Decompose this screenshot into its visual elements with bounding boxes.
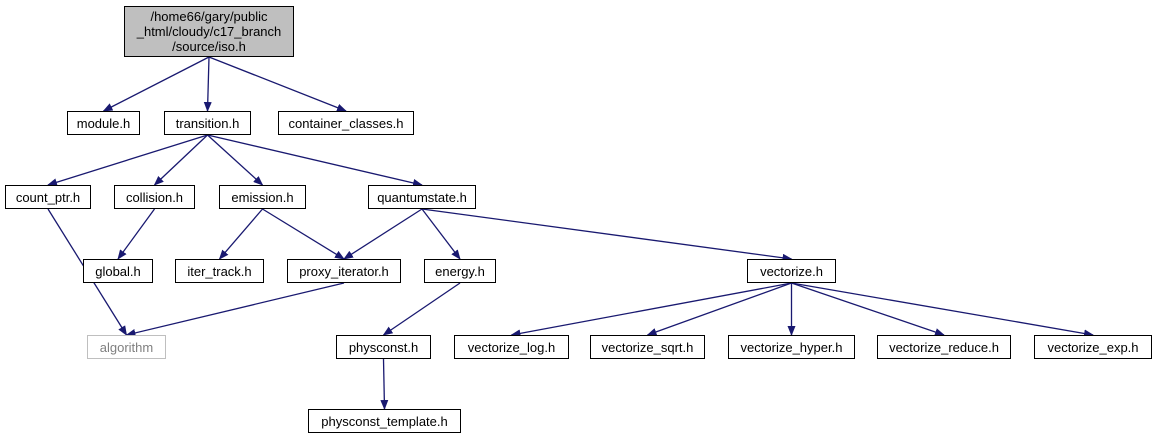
node-container-classes-h[interactable]: container_classes.h — [278, 111, 414, 135]
node-label: vectorize_reduce.h — [889, 339, 999, 355]
edge-root-to-container_classes — [208, 56, 347, 112]
edge-proxy_iterator-to-algorithm — [125, 282, 345, 337]
node-label: count_ptr.h — [15, 189, 81, 205]
node-vectorize-exp-h[interactable]: vectorize_exp.h — [1034, 335, 1152, 359]
node-count-ptr-h[interactable]: count_ptr.h — [5, 185, 91, 209]
edge-vectorize-to-vectorize_sqrt — [646, 282, 792, 336]
root-label-line-3: /source/iso.h — [172, 39, 246, 54]
node-label: physconst_template.h — [321, 413, 448, 429]
node-iter-track-h[interactable]: iter_track.h — [175, 259, 264, 283]
node-label: vectorize_sqrt.h — [601, 339, 694, 355]
edge-transition-to-count_ptr — [47, 134, 208, 187]
node-physconst-template-h[interactable]: physconst_template.h — [308, 409, 461, 433]
edge-transition-to-collision — [153, 134, 208, 186]
node-label: vectorize_exp.h — [1047, 339, 1139, 355]
node-transition-h[interactable]: transition.h — [164, 111, 251, 135]
edge-quantumstate-to-vectorize — [421, 208, 793, 262]
node-label: algorithm — [99, 339, 154, 355]
node-label: proxy_iterator.h — [299, 263, 389, 279]
edge-physconst-to-physconst_template — [380, 358, 389, 410]
node-label: iter_track.h — [187, 263, 252, 279]
node-label: transition.h — [175, 115, 240, 131]
edge-vectorize-to-vectorize_reduce — [791, 282, 945, 336]
edge-transition-to-quantumstate — [207, 134, 423, 187]
node-iso-h[interactable]: /home66/gary/public _html/cloudy/c17_bra… — [124, 6, 294, 57]
node-vectorize-log-h[interactable]: vectorize_log.h — [454, 335, 569, 359]
node-module-h[interactable]: module.h — [67, 111, 140, 135]
node-label: energy.h — [435, 263, 485, 279]
node-label: emission.h — [231, 189, 294, 205]
node-emission-h[interactable]: emission.h — [219, 185, 306, 209]
node-algorithm[interactable]: algorithm — [87, 335, 166, 359]
node-label: global.h — [95, 263, 141, 279]
edge-quantumstate-to-energy — [421, 208, 461, 260]
node-label: quantumstate.h — [377, 189, 467, 205]
edge-root-to-transition — [203, 56, 212, 112]
edge-vectorize-to-vectorize_log — [510, 282, 792, 338]
node-collision-h[interactable]: collision.h — [114, 185, 195, 209]
edge-energy-to-physconst — [382, 282, 461, 336]
node-energy-h[interactable]: energy.h — [424, 259, 496, 283]
edge-collision-to-global — [117, 208, 156, 260]
node-global-h[interactable]: global.h — [83, 259, 153, 283]
node-label: collision.h — [125, 189, 184, 205]
edge-vectorize-to-vectorize_exp — [791, 282, 1094, 338]
node-quantumstate-h[interactable]: quantumstate.h — [368, 185, 476, 209]
edge-root-to-module — [102, 56, 210, 112]
edge-transition-to-emission — [207, 134, 264, 186]
root-label-line-2: _html/cloudy/c17_branch — [136, 24, 282, 39]
node-vectorize-reduce-h[interactable]: vectorize_reduce.h — [877, 335, 1011, 359]
node-vectorize-h[interactable]: vectorize.h — [747, 259, 836, 283]
edge-emission-to-iter_track — [218, 208, 263, 260]
node-label: container_classes.h — [288, 115, 404, 131]
edge-quantumstate-to-proxy_iterator — [343, 208, 423, 260]
root-label-line-1: /home66/gary/public — [150, 9, 268, 24]
node-label: vectorize_hyper.h — [740, 339, 843, 355]
node-proxy-iterator-h[interactable]: proxy_iterator.h — [287, 259, 401, 283]
node-vectorize-hyper-h[interactable]: vectorize_hyper.h — [728, 335, 855, 359]
node-vectorize-sqrt-h[interactable]: vectorize_sqrt.h — [590, 335, 705, 359]
node-label: module.h — [76, 115, 131, 131]
node-label: physconst.h — [348, 339, 419, 355]
node-label: vectorize.h — [760, 263, 823, 279]
node-label: vectorize_log.h — [467, 339, 556, 355]
node-physconst-h[interactable]: physconst.h — [336, 335, 431, 359]
edge-emission-to-proxy_iterator — [262, 208, 345, 260]
